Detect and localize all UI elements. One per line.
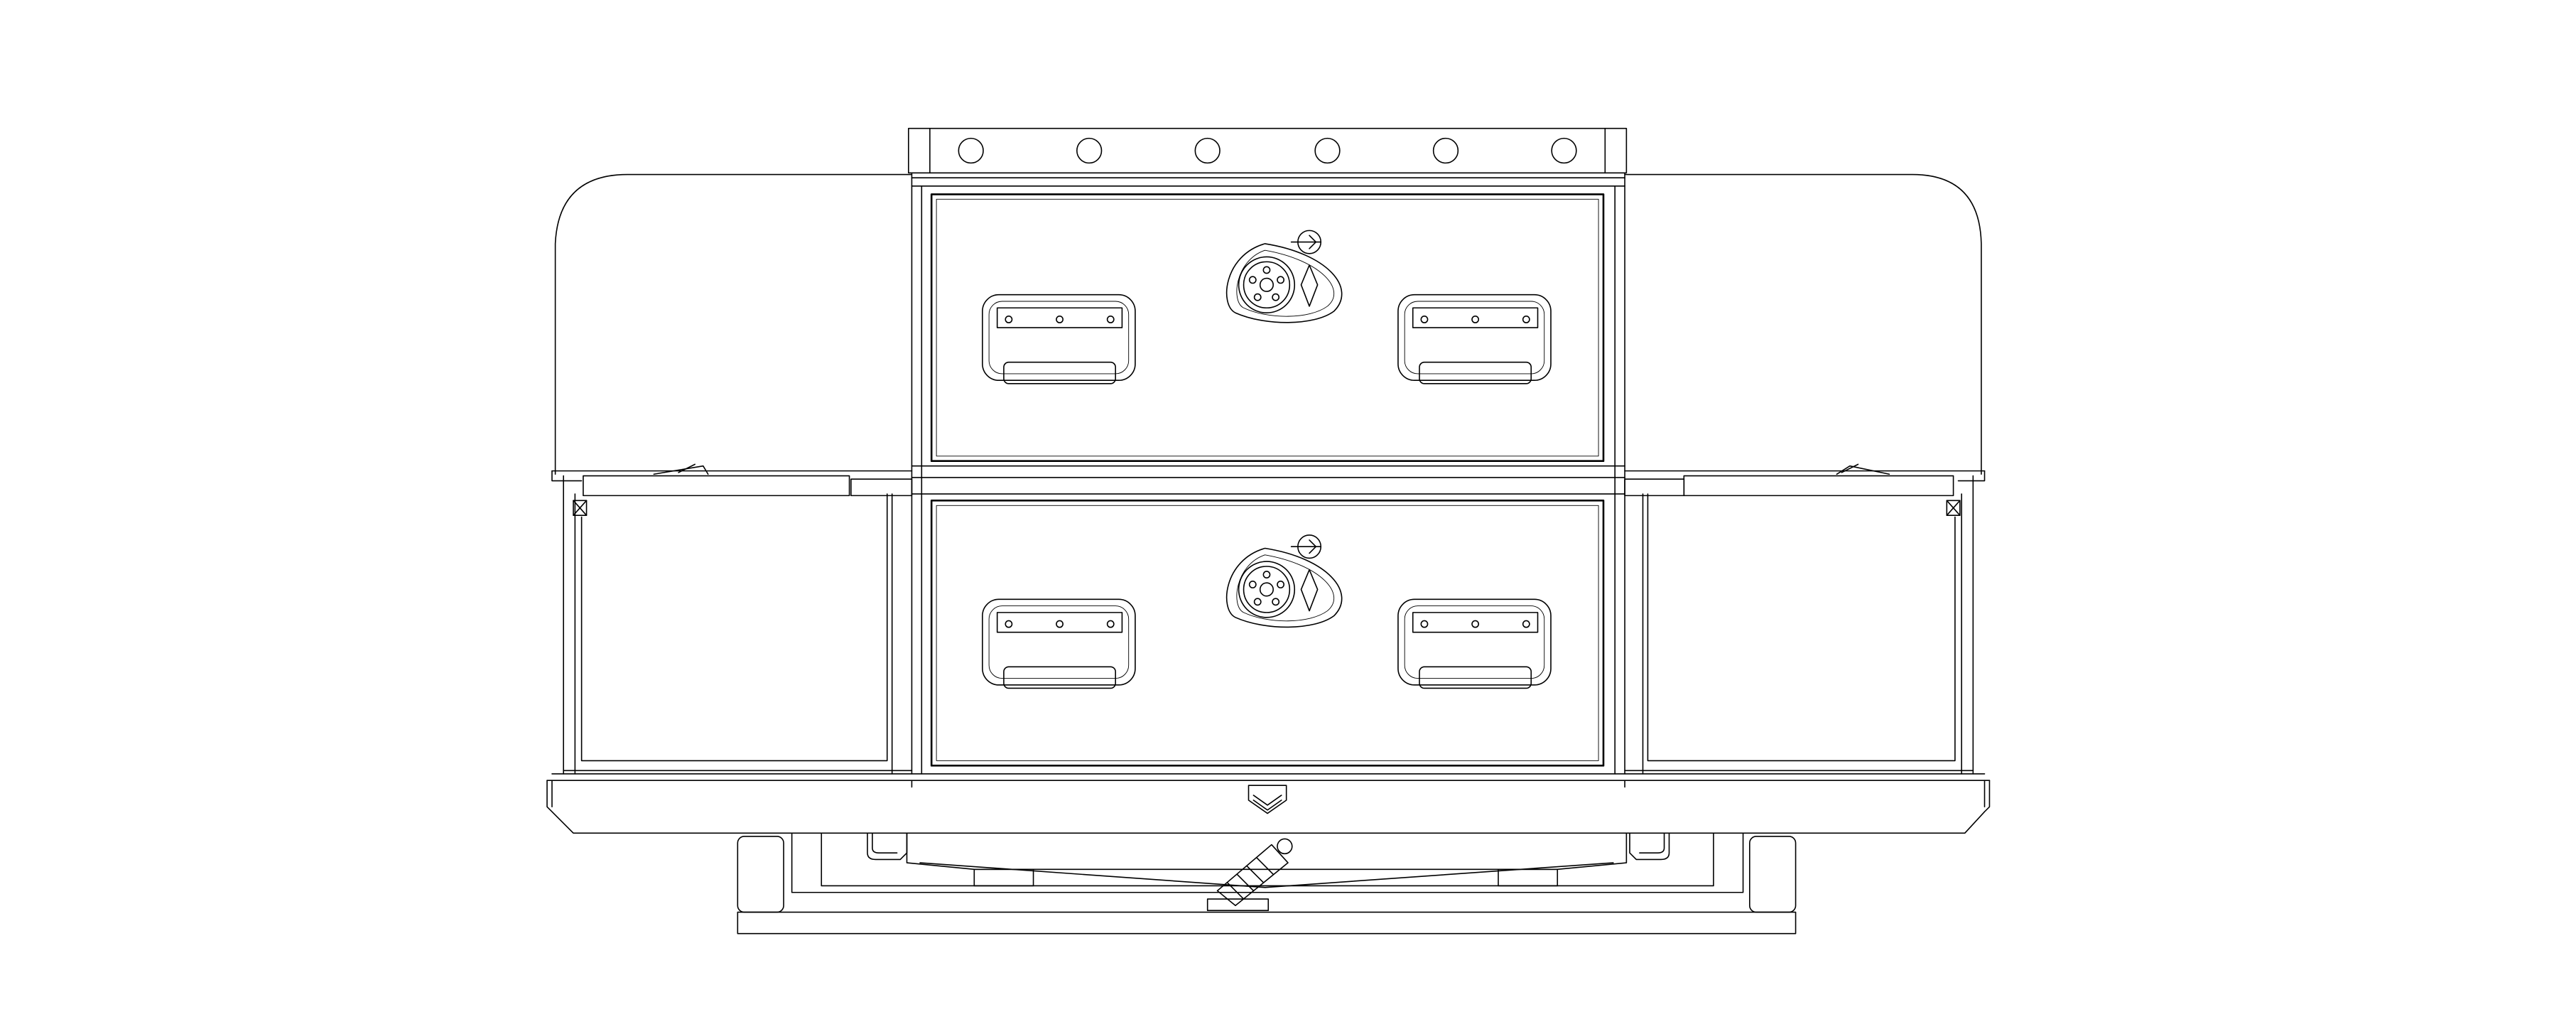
bolt-icon [958,139,983,163]
drawer-lock-upper [1227,230,1342,322]
drawer-lock-lower [1227,535,1342,627]
rear-bumper-bar [737,912,1795,934]
bolt-icon [1195,139,1220,163]
drawer-lower [931,500,1603,765]
left-canopy [552,175,911,496]
lock-key-icon [1292,230,1321,253]
lock-key-icon [1292,535,1321,558]
left-outer-bumper-pad [737,836,784,912]
right-latch-icon [1947,500,1960,515]
bolt-icon [1077,139,1102,163]
drawer-handle-right [1398,599,1551,688]
left-side-compartment [563,476,911,774]
right-canopy [1625,175,1984,496]
drawer-handle-left [983,295,1135,384]
left-latch-icon [573,500,587,515]
bolt-icon [1552,139,1576,163]
undercarriage [737,833,1795,933]
bolt-icon [1434,139,1459,163]
center-emblem-icon [1249,785,1287,813]
bed-base-rail [547,774,1989,833]
bolt-icon [1315,139,1340,163]
right-side-compartment [1625,476,1973,774]
drawer-handle-right [1398,295,1551,384]
drawer-cabinet-frame [911,173,1625,774]
right-outer-bumper-pad [1750,836,1796,912]
top-bolt-rail [909,129,1627,173]
drawer-handle-left [983,599,1135,688]
spare-key-lever-icon [1208,839,1292,910]
drawer-upper [931,194,1603,461]
